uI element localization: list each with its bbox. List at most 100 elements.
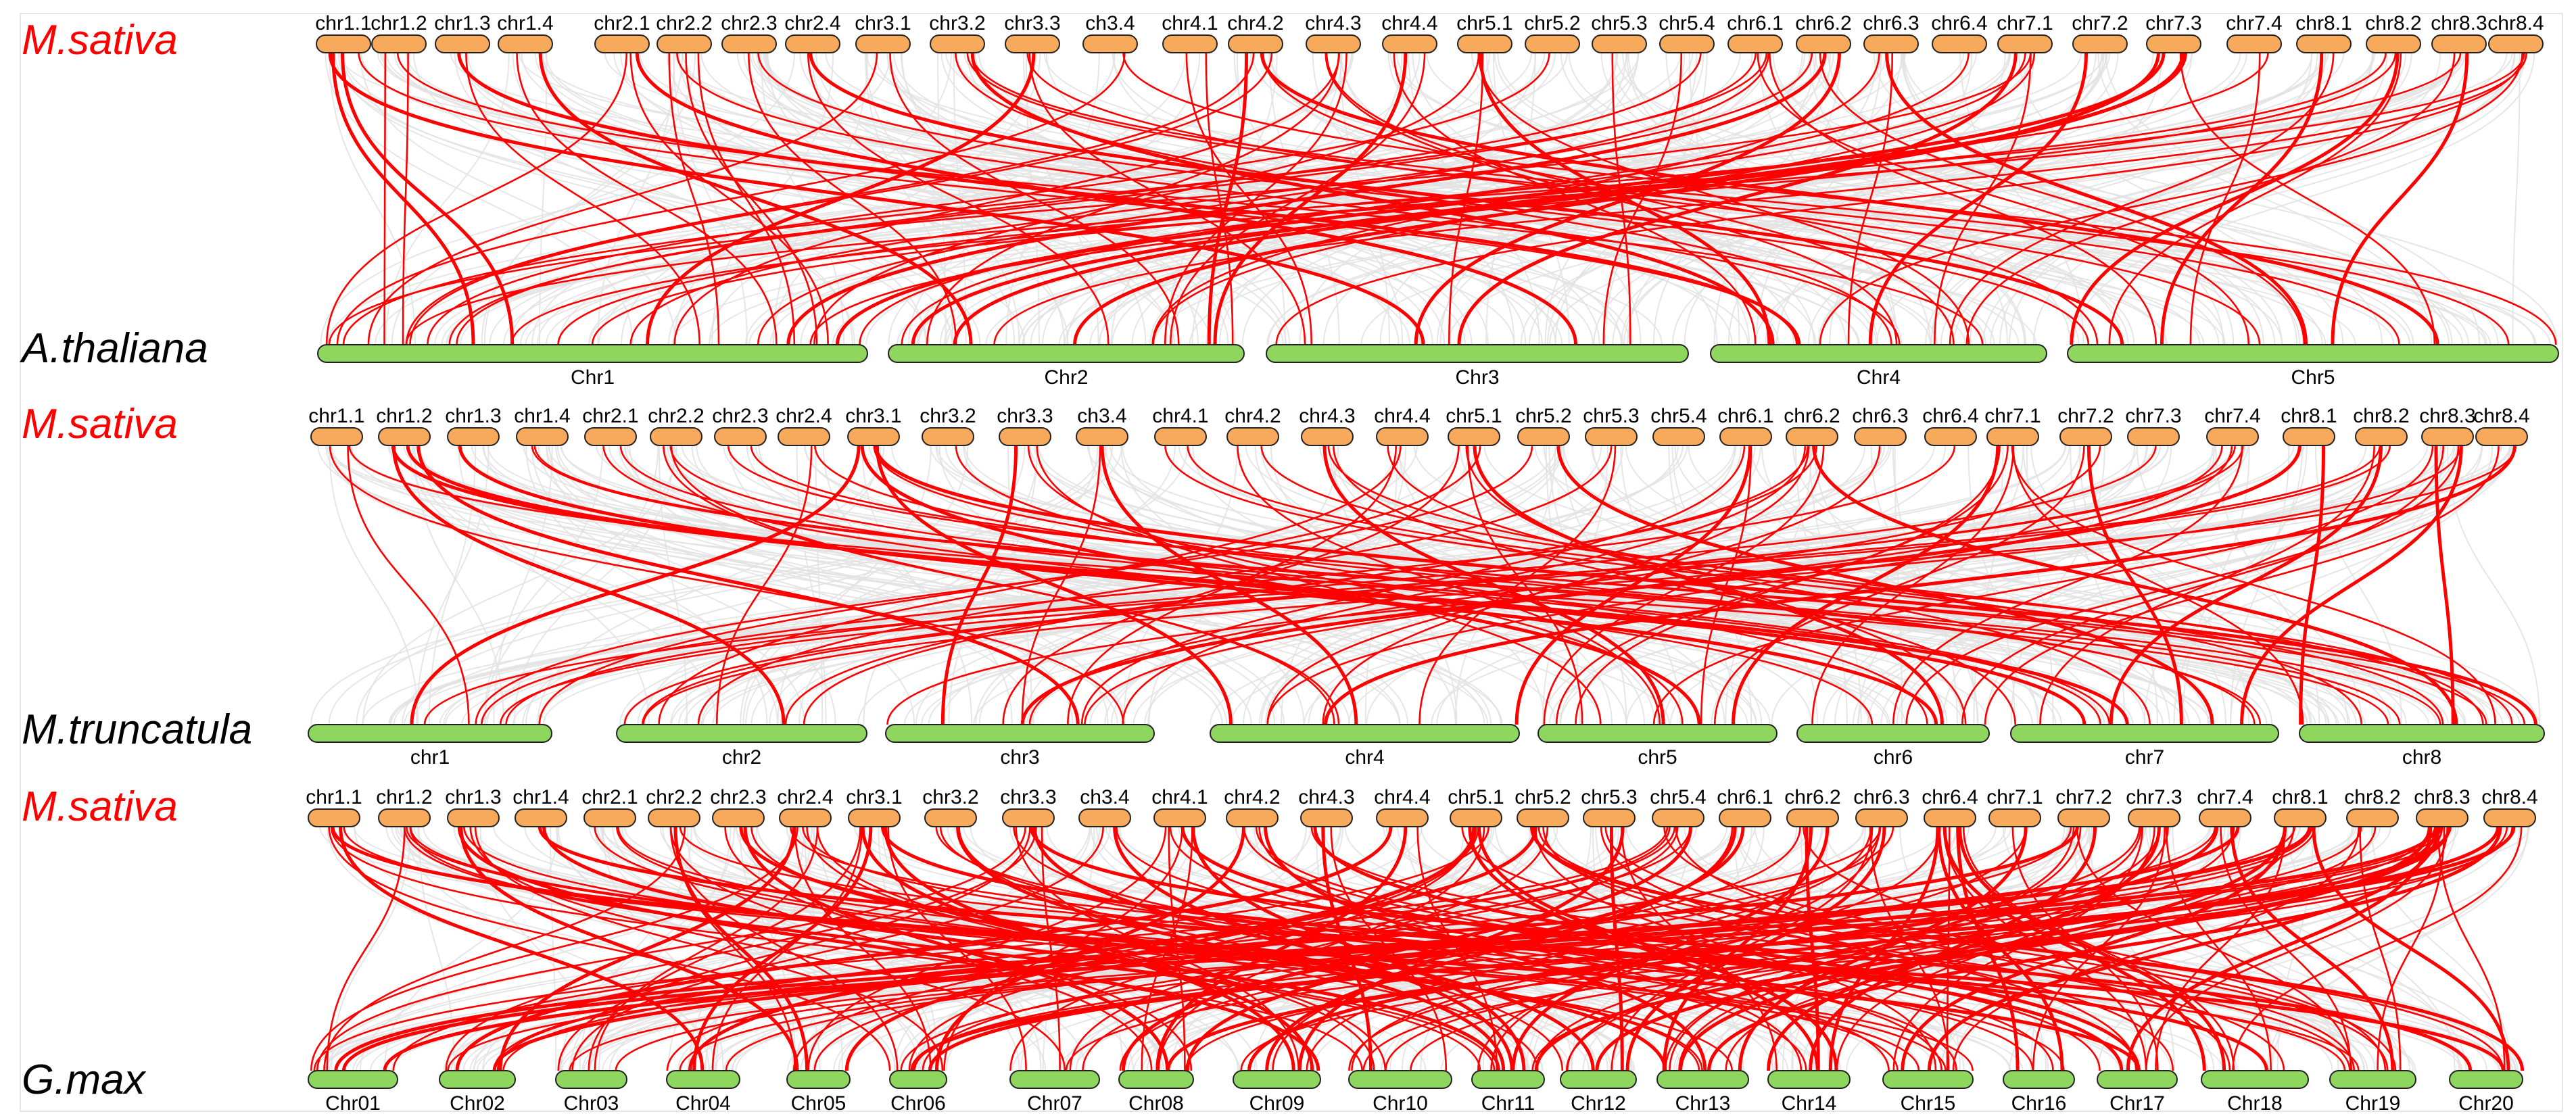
query-chromosome[interactable] (1854, 427, 1907, 446)
target-chromosome[interactable] (1560, 1070, 1637, 1089)
query-chromosome[interactable] (1652, 427, 1705, 446)
query-chromosome[interactable] (2057, 808, 2110, 827)
target-chromosome[interactable] (1009, 1070, 1100, 1089)
query-chromosome[interactable] (1997, 34, 2053, 53)
query-chromosome[interactable] (714, 427, 767, 446)
query-chromosome[interactable] (1585, 427, 1638, 446)
query-chromosome[interactable] (2059, 427, 2112, 446)
query-chromosome[interactable] (2072, 34, 2128, 53)
query-chromosome[interactable] (930, 34, 985, 53)
query-chromosome[interactable] (2274, 808, 2327, 827)
query-chromosome[interactable] (1988, 808, 2041, 827)
query-chromosome[interactable] (1719, 808, 1771, 827)
target-chromosome[interactable] (1348, 1070, 1452, 1089)
target-chromosome[interactable] (786, 1070, 851, 1089)
query-chromosome[interactable] (2128, 808, 2180, 827)
query-chromosome[interactable] (1005, 34, 1060, 53)
query-chromosome[interactable] (1924, 427, 1977, 446)
query-chromosome[interactable] (1855, 808, 1908, 827)
query-chromosome[interactable] (848, 808, 901, 827)
query-chromosome[interactable] (779, 808, 832, 827)
target-chromosome[interactable] (1882, 1070, 1974, 1089)
target-chromosome[interactable] (616, 724, 867, 743)
target-chromosome[interactable] (2449, 1070, 2523, 1089)
target-chromosome[interactable] (1767, 1070, 1851, 1089)
target-chromosome[interactable] (1471, 1070, 1545, 1089)
target-chromosome[interactable] (1266, 344, 1689, 363)
query-chromosome[interactable] (308, 808, 360, 827)
query-chromosome[interactable] (657, 34, 712, 53)
query-chromosome[interactable] (721, 34, 777, 53)
query-chromosome[interactable] (855, 34, 911, 53)
query-chromosome[interactable] (999, 427, 1051, 446)
query-chromosome[interactable] (1002, 808, 1055, 827)
query-chromosome[interactable] (1659, 34, 1715, 53)
query-chromosome[interactable] (1786, 427, 1838, 446)
query-chromosome[interactable] (1719, 427, 1772, 446)
query-chromosome[interactable] (2199, 808, 2251, 827)
target-chromosome[interactable] (1118, 1070, 1194, 1089)
query-chromosome[interactable] (1082, 34, 1138, 53)
query-chromosome[interactable] (1306, 34, 1361, 53)
query-chromosome[interactable] (2483, 808, 2536, 827)
query-chromosome[interactable] (1228, 34, 1283, 53)
query-chromosome[interactable] (1583, 808, 1636, 827)
query-chromosome[interactable] (1076, 427, 1128, 446)
query-chromosome[interactable] (1382, 34, 1437, 53)
target-chromosome[interactable] (1710, 344, 2047, 363)
query-chromosome[interactable] (447, 427, 500, 446)
target-chromosome[interactable] (2010, 724, 2279, 743)
query-chromosome[interactable] (498, 34, 553, 53)
query-chromosome[interactable] (2431, 34, 2487, 53)
query-chromosome[interactable] (371, 34, 427, 53)
target-chromosome[interactable] (2003, 1070, 2075, 1089)
target-chromosome[interactable] (1537, 724, 1778, 743)
query-chromosome[interactable] (1727, 34, 1783, 53)
target-chromosome[interactable] (308, 724, 552, 743)
target-chromosome[interactable] (1656, 1070, 1749, 1089)
target-chromosome[interactable] (888, 344, 1245, 363)
query-chromosome[interactable] (1786, 808, 1839, 827)
target-chromosome[interactable] (1233, 1070, 1321, 1089)
target-chromosome[interactable] (2329, 1070, 2416, 1089)
query-chromosome[interactable] (1226, 427, 1279, 446)
query-chromosome[interactable] (2127, 427, 2180, 446)
query-chromosome[interactable] (447, 808, 500, 827)
query-chromosome[interactable] (2296, 34, 2352, 53)
query-chromosome[interactable] (316, 34, 371, 53)
query-chromosome[interactable] (648, 808, 700, 827)
query-chromosome[interactable] (378, 427, 431, 446)
query-chromosome[interactable] (515, 808, 567, 827)
query-chromosome[interactable] (583, 808, 636, 827)
query-chromosome[interactable] (1450, 808, 1502, 827)
target-chromosome[interactable] (889, 1070, 947, 1089)
query-chromosome[interactable] (922, 427, 974, 446)
query-chromosome[interactable] (584, 427, 637, 446)
query-chromosome[interactable] (2475, 427, 2528, 446)
query-chromosome[interactable] (1376, 808, 1429, 827)
query-chromosome[interactable] (712, 808, 765, 827)
target-chromosome[interactable] (2299, 724, 2545, 743)
target-chromosome[interactable] (439, 1070, 516, 1089)
target-chromosome[interactable] (2201, 1070, 2309, 1089)
target-chromosome[interactable] (885, 724, 1155, 743)
query-chromosome[interactable] (2146, 34, 2201, 53)
query-chromosome[interactable] (650, 427, 702, 446)
query-chromosome[interactable] (1517, 808, 1569, 827)
query-chromosome[interactable] (2488, 34, 2544, 53)
query-chromosome[interactable] (2283, 427, 2335, 446)
target-chromosome[interactable] (1210, 724, 1520, 743)
target-chromosome[interactable] (2097, 1070, 2178, 1089)
query-chromosome[interactable] (1162, 34, 1218, 53)
query-chromosome[interactable] (2226, 34, 2282, 53)
query-chromosome[interactable] (2421, 427, 2474, 446)
query-chromosome[interactable] (516, 427, 569, 446)
query-chromosome[interactable] (1592, 34, 1647, 53)
query-chromosome[interactable] (378, 808, 431, 827)
query-chromosome[interactable] (1525, 34, 1580, 53)
query-chromosome[interactable] (1154, 427, 1207, 446)
query-chromosome[interactable] (924, 808, 977, 827)
target-chromosome[interactable] (2067, 344, 2559, 363)
target-chromosome[interactable] (317, 344, 868, 363)
target-chromosome[interactable] (308, 1070, 398, 1089)
